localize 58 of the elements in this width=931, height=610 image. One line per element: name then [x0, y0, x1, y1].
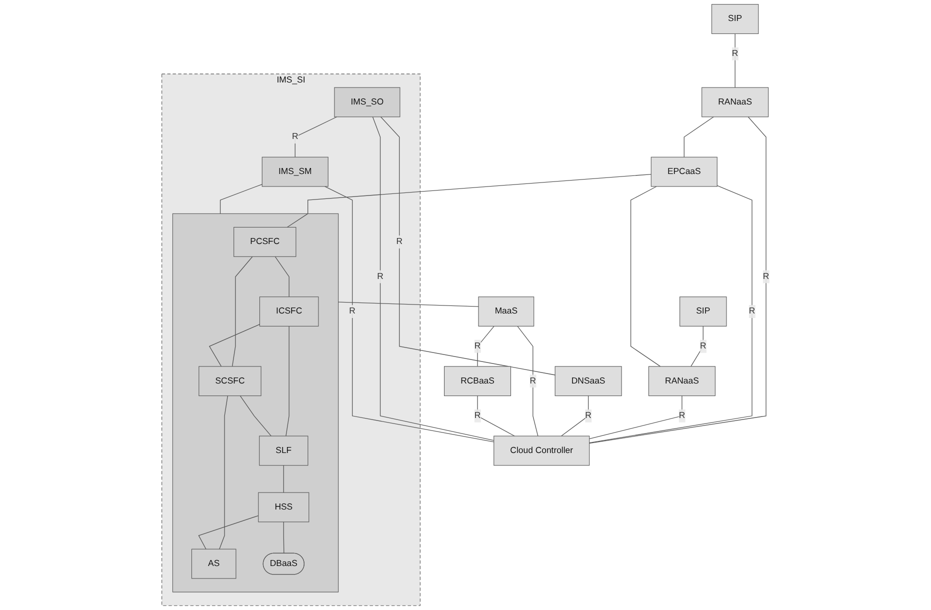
connector — [240, 395, 272, 436]
connector — [286, 326, 290, 436]
connector — [630, 186, 661, 367]
connector — [324, 186, 494, 442]
edge-label: R — [349, 306, 356, 316]
node-box: IMS_SO — [334, 87, 400, 118]
connector — [477, 395, 515, 436]
edge-label: R — [474, 411, 481, 420]
connector — [283, 465, 284, 493]
edge-label: R — [474, 341, 481, 351]
connector — [589, 185, 752, 444]
connector — [286, 174, 652, 228]
connector — [477, 326, 494, 367]
node-box: RANaaS — [702, 87, 769, 118]
edge-label: R — [292, 132, 298, 142]
node-box: PCSFC — [234, 226, 296, 257]
node-box: SIP — [711, 4, 759, 34]
connector — [589, 395, 682, 440]
connector — [589, 116, 766, 444]
node-box: SLF — [259, 436, 308, 466]
edge-label: R — [762, 272, 770, 282]
connector — [283, 522, 284, 554]
edge-label: R — [585, 411, 592, 420]
connector — [274, 256, 290, 298]
connector — [684, 116, 714, 158]
connector — [734, 33, 736, 88]
node-box: RANaaS — [648, 366, 716, 396]
node-box: ICSFC — [259, 296, 319, 326]
node-box: IMS_SM — [262, 156, 328, 187]
node-box: SCSFC — [198, 366, 262, 396]
edge-label: R — [732, 48, 738, 58]
node-box: HSS — [258, 492, 310, 522]
edge-label: R — [396, 237, 402, 246]
connector — [517, 326, 538, 436]
connector — [198, 515, 259, 550]
connector — [220, 184, 262, 214]
node-box: SIP — [680, 296, 727, 326]
cluster — [172, 213, 339, 592]
edge-label: R — [530, 376, 536, 386]
edge-label: R — [700, 341, 706, 351]
node-box: Cloud Controller — [494, 436, 590, 466]
node-box: RCBaaS — [444, 366, 512, 396]
connector — [380, 116, 556, 376]
node-box: AS — [191, 548, 236, 579]
connector — [690, 326, 704, 367]
node-box: DNSaaS — [554, 366, 622, 396]
connector — [294, 116, 338, 158]
edge-label: R — [377, 272, 384, 282]
connector — [232, 256, 253, 367]
connector — [372, 116, 494, 441]
node-box: EPCaaS — [650, 156, 718, 187]
connector — [219, 395, 228, 550]
node-box: MaaS — [478, 296, 534, 326]
edge-label: R — [748, 306, 756, 316]
connector — [208, 324, 260, 367]
edge-label: R — [678, 411, 686, 420]
connector — [338, 302, 479, 307]
connector — [561, 395, 589, 436]
